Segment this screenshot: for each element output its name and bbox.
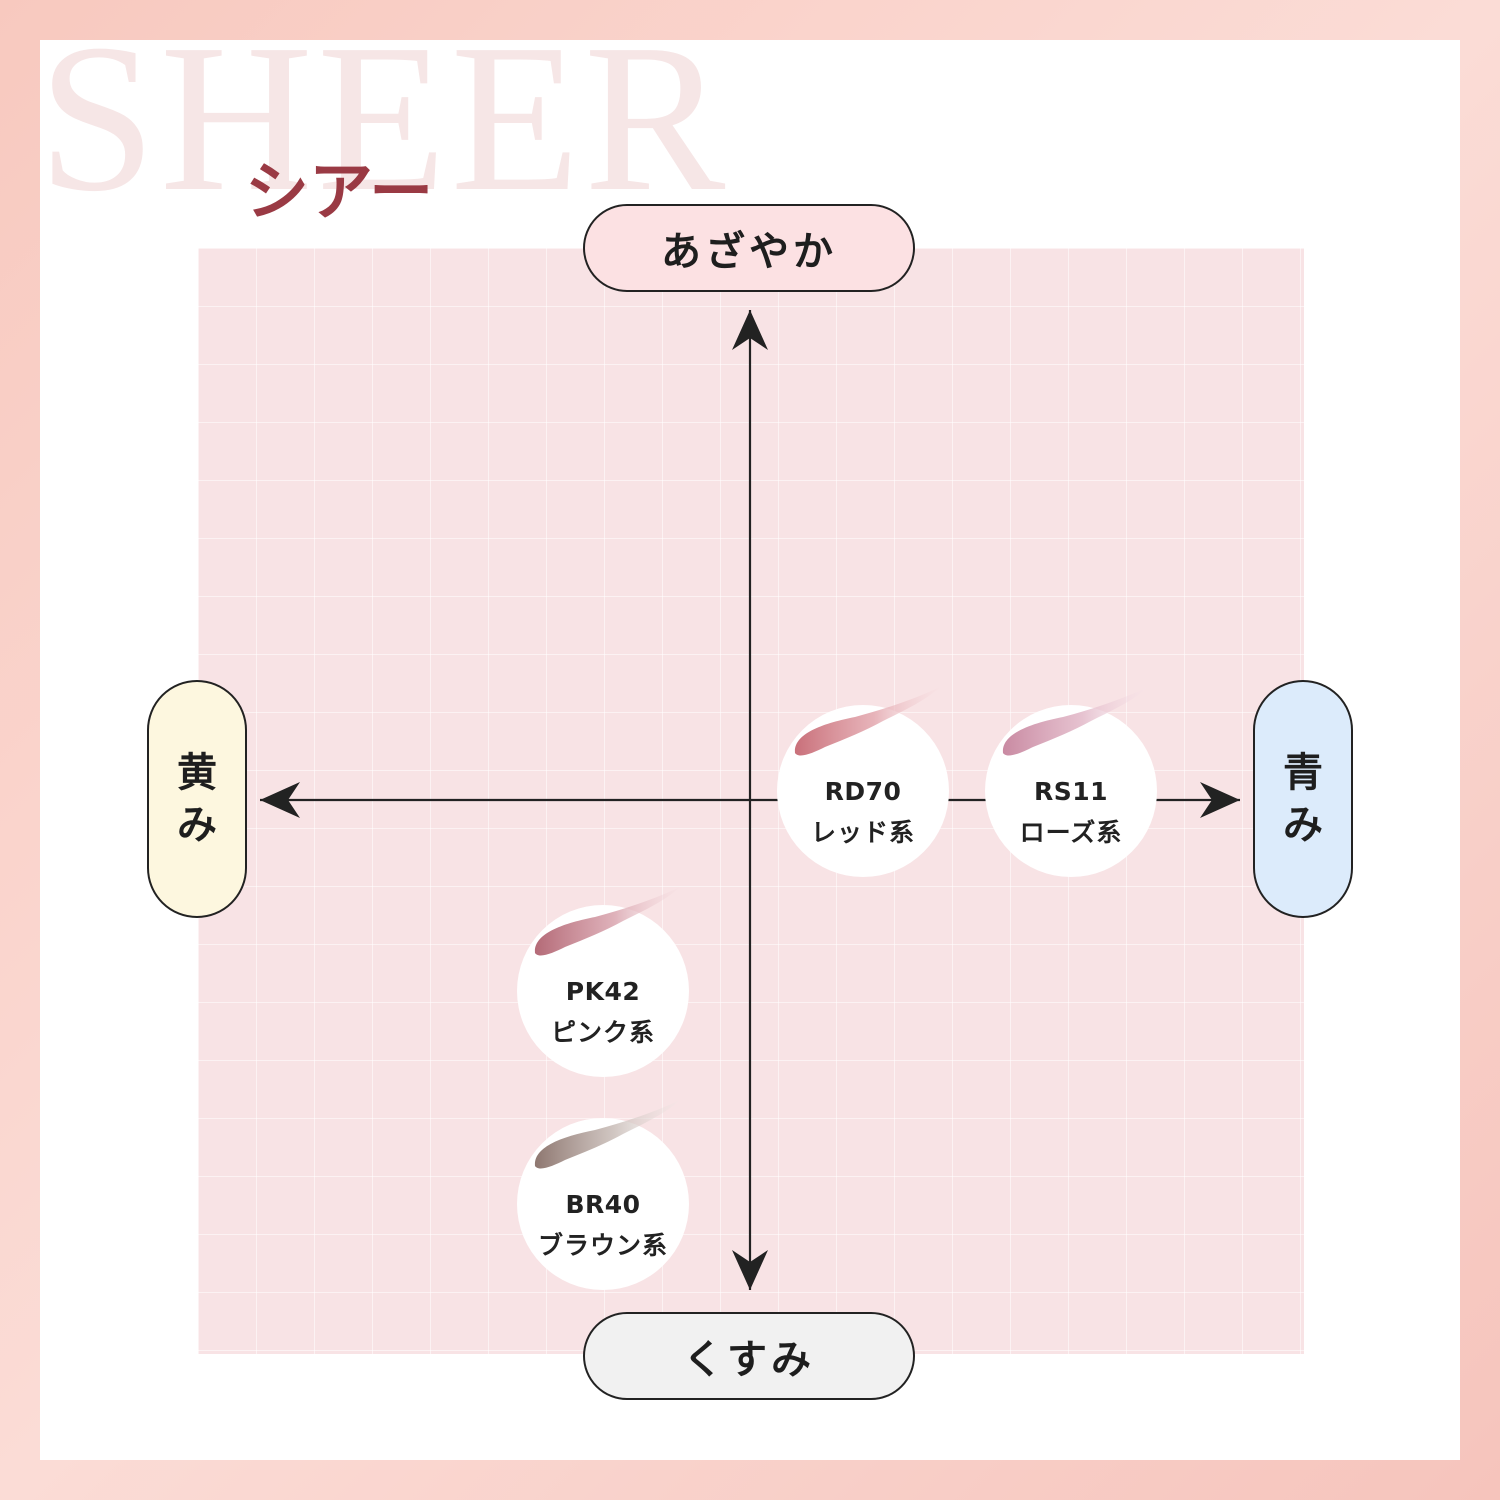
- vertical-axis: [732, 310, 768, 1290]
- shade-rs11[interactable]: RS11 ローズ系: [985, 687, 1157, 877]
- axis-label-muted: くすみ: [583, 1312, 915, 1400]
- axis-label-vivid: あざやか: [583, 204, 915, 292]
- shade-code-rd70: RD70: [824, 777, 902, 806]
- swatch-br40-icon: [534, 1100, 680, 1169]
- shade-type-rd70: レッド系: [810, 818, 915, 847]
- page-title: シアー: [245, 155, 434, 230]
- shade-pk42[interactable]: PK42 ピンク系: [517, 887, 689, 1077]
- swatch-rd70-icon: [794, 687, 940, 756]
- axis-label-bluish-2: み: [1283, 802, 1323, 848]
- arrow-up-icon: [732, 310, 768, 350]
- arrow-down-icon: [732, 1250, 768, 1290]
- swatch-pk42-icon: [534, 887, 680, 956]
- shade-type-pk42: ピンク系: [550, 1018, 655, 1047]
- arrow-left-icon: [260, 782, 300, 818]
- axis-label-yellowish: 黄 み: [147, 680, 247, 918]
- arrow-right-icon: [1200, 782, 1240, 818]
- shade-code-rs11: RS11: [1033, 777, 1109, 806]
- shade-rd70[interactable]: RD70 レッド系: [777, 687, 949, 877]
- shade-code-br40: BR40: [565, 1190, 641, 1219]
- axis-label-yellowish-2: み: [177, 802, 217, 848]
- axis-label-yellowish-1: 黄: [177, 750, 217, 796]
- axis-label-bluish-1: 青: [1283, 750, 1323, 796]
- shade-type-rs11: ローズ系: [1019, 818, 1123, 847]
- swatch-rs11-icon: [1002, 687, 1148, 756]
- background-word: SHEER: [38, 0, 730, 235]
- shade-code-pk42: PK42: [565, 977, 641, 1006]
- shade-type-br40: ブラウン系: [537, 1231, 668, 1260]
- shade-br40[interactable]: BR40 ブラウン系: [517, 1100, 689, 1290]
- axis-label-bluish: 青 み: [1253, 680, 1353, 918]
